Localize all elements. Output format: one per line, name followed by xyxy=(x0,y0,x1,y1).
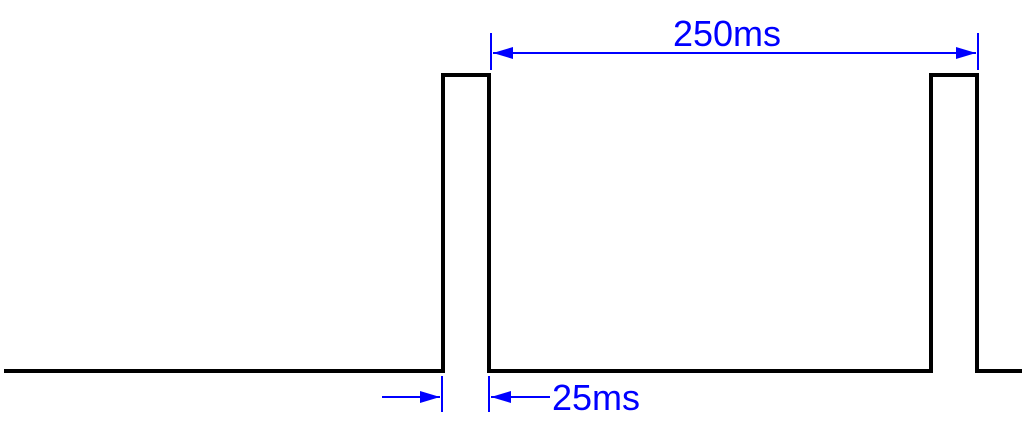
period-label: 250ms xyxy=(673,13,781,54)
pulse-waveform xyxy=(4,73,1022,373)
pulse-width-label: 25ms xyxy=(552,377,640,418)
